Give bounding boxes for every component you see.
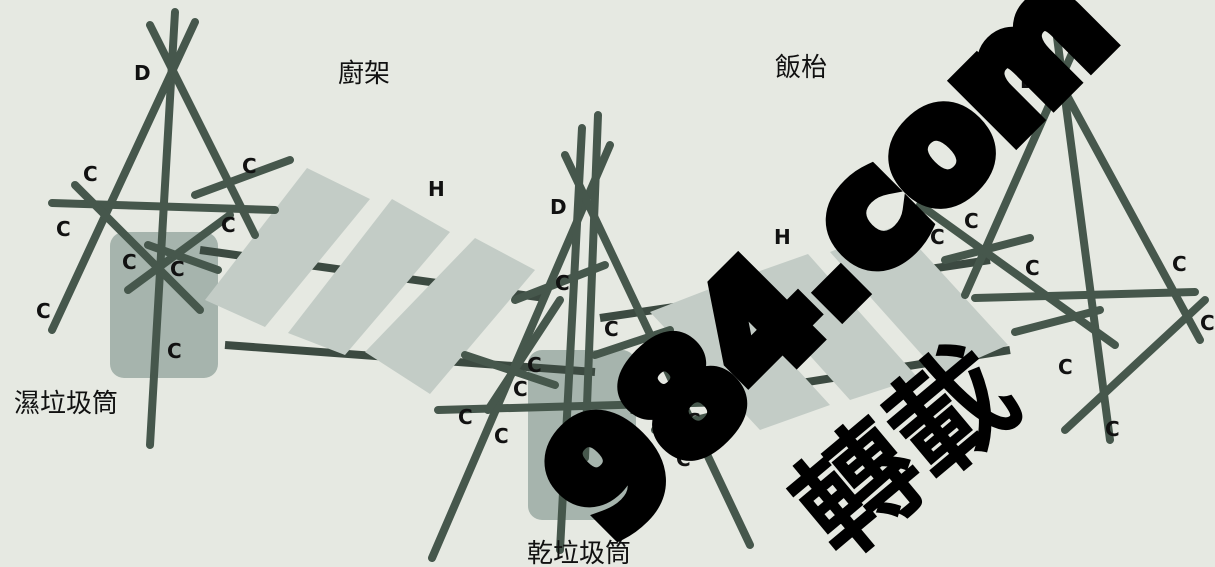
c-marker: C	[83, 162, 98, 186]
pole	[1061, 296, 1209, 434]
table-board-3	[830, 225, 1008, 375]
c-marker: C	[513, 377, 528, 401]
c-marker: C	[709, 415, 724, 439]
pole	[144, 241, 222, 274]
pole	[971, 288, 1199, 302]
c-marker: C	[458, 405, 473, 429]
pole	[591, 326, 674, 359]
table-board-1	[650, 285, 830, 430]
pole	[941, 234, 1034, 264]
c-markers: C C C C C C C C C C C C C C C C C C C C …	[36, 154, 1215, 471]
c-marker: C	[527, 353, 542, 377]
c-marker: C	[242, 154, 257, 178]
rack-boards	[205, 168, 535, 394]
rack-board-3	[365, 238, 535, 394]
d-marker: D	[1020, 69, 1037, 93]
poles	[48, 8, 1209, 562]
kitchen-rack-label: 廚架	[338, 59, 390, 89]
c-marker: C	[36, 299, 51, 323]
pole	[1011, 306, 1104, 336]
c-marker: C	[1200, 311, 1215, 335]
c-marker: C	[221, 213, 236, 237]
pole	[651, 408, 732, 434]
pole	[191, 156, 294, 199]
dining-table-label: 飯枱	[775, 53, 827, 83]
table-boards	[650, 225, 1008, 430]
h-marker: H	[428, 177, 445, 201]
pole	[146, 8, 179, 449]
pole	[561, 151, 754, 549]
c-marker: C	[686, 409, 701, 433]
c-marker: C	[555, 271, 570, 295]
pole	[484, 296, 564, 414]
pole	[556, 124, 586, 554]
c-marker: C	[1105, 417, 1120, 441]
c-marker: C	[930, 225, 945, 249]
pole	[511, 261, 609, 304]
pole	[146, 21, 259, 239]
c-marker: C	[1058, 355, 1073, 379]
table-board-2	[740, 254, 918, 400]
h-marker: H	[774, 225, 791, 249]
c-marker: C	[56, 217, 71, 241]
wet-bin-shape	[110, 232, 218, 378]
pole	[916, 201, 1119, 349]
c-marker: C	[604, 317, 619, 341]
d-marker: D	[134, 61, 151, 85]
c-marker: C	[494, 424, 509, 448]
c-marker: C	[681, 366, 696, 390]
c-marker: C	[170, 257, 185, 281]
dry-bin-label: 乾垃圾筒	[527, 539, 631, 567]
wet-bin-label: 濕垃圾筒	[14, 389, 118, 419]
rack-board-1	[205, 168, 370, 327]
c-marker: C	[1025, 256, 1040, 280]
c-marker: C	[1172, 252, 1187, 276]
c-marker: C	[122, 250, 137, 274]
c-marker: C	[676, 447, 691, 471]
c-marker: C	[167, 339, 182, 363]
c-marker: C	[964, 209, 979, 233]
rack-board-2	[288, 199, 450, 355]
d-marker: D	[550, 195, 567, 219]
pole	[71, 181, 204, 314]
